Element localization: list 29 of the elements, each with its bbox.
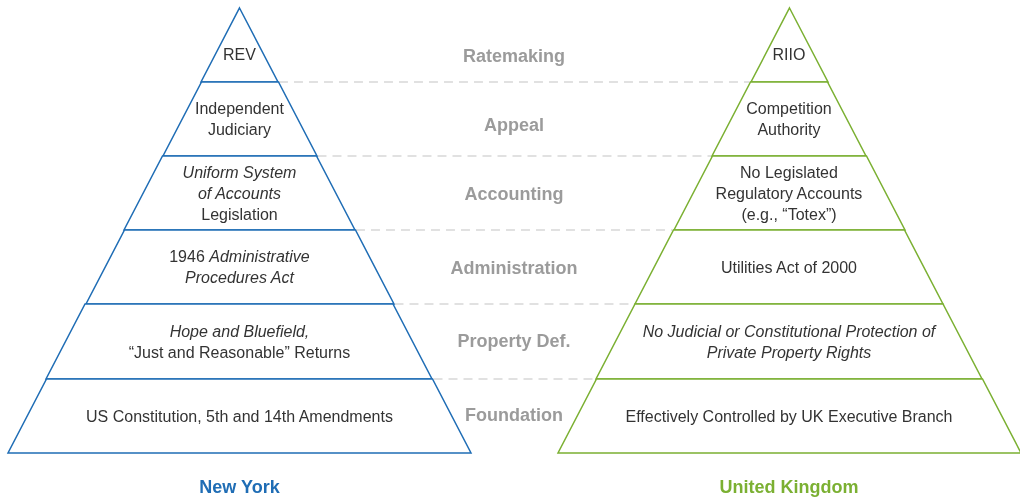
pyramid-title: United Kingdom: [719, 476, 859, 498]
tier-text: No Judicial or Constitutional Protection of Private Property Rights: [641, 321, 938, 363]
pyramid-tier: [712, 82, 866, 156]
level-label: Accounting: [464, 183, 564, 205]
tier-text: 1946 Administrative Procedures Act: [168, 247, 311, 288]
pyramid-tier: [162, 82, 317, 156]
tier-text: Independent Judiciary: [194, 99, 285, 140]
pyramid-title: New York: [199, 476, 280, 498]
pyramid-tier: [673, 156, 905, 230]
tier-text: “Just and Reasonable” Returns: [128, 342, 351, 363]
tier-text: Uniform System of Accounts Legislation: [181, 162, 298, 225]
pyramid-tier: [46, 304, 433, 379]
pyramid-tier: [635, 230, 943, 304]
tier-text: Utilities Act of 2000: [720, 257, 857, 278]
pyramid-tier: [124, 156, 355, 230]
level-label: Property Def.: [457, 330, 571, 352]
tier-text: REV: [223, 44, 256, 65]
pyramid-tier: [596, 304, 982, 379]
level-label: Ratemaking: [463, 45, 565, 67]
level-label: Foundation: [465, 404, 563, 426]
level-label: Administration: [450, 257, 578, 279]
tier-text: US Constitution, 5th and 14th Amendments: [86, 406, 393, 427]
tier-text: Hope and Bluefield,: [169, 321, 310, 342]
tier-text: RIIO: [772, 44, 806, 65]
level-label: Appeal: [484, 114, 544, 136]
pyramid-tier: [85, 230, 394, 304]
tier-text: Effectively Controlled by UK Executive Branch: [625, 406, 953, 427]
tier-text: Competition Authority: [745, 99, 833, 140]
tier-text: No Legislated Regulatory Accounts (e.g., “Totex”): [714, 162, 864, 225]
